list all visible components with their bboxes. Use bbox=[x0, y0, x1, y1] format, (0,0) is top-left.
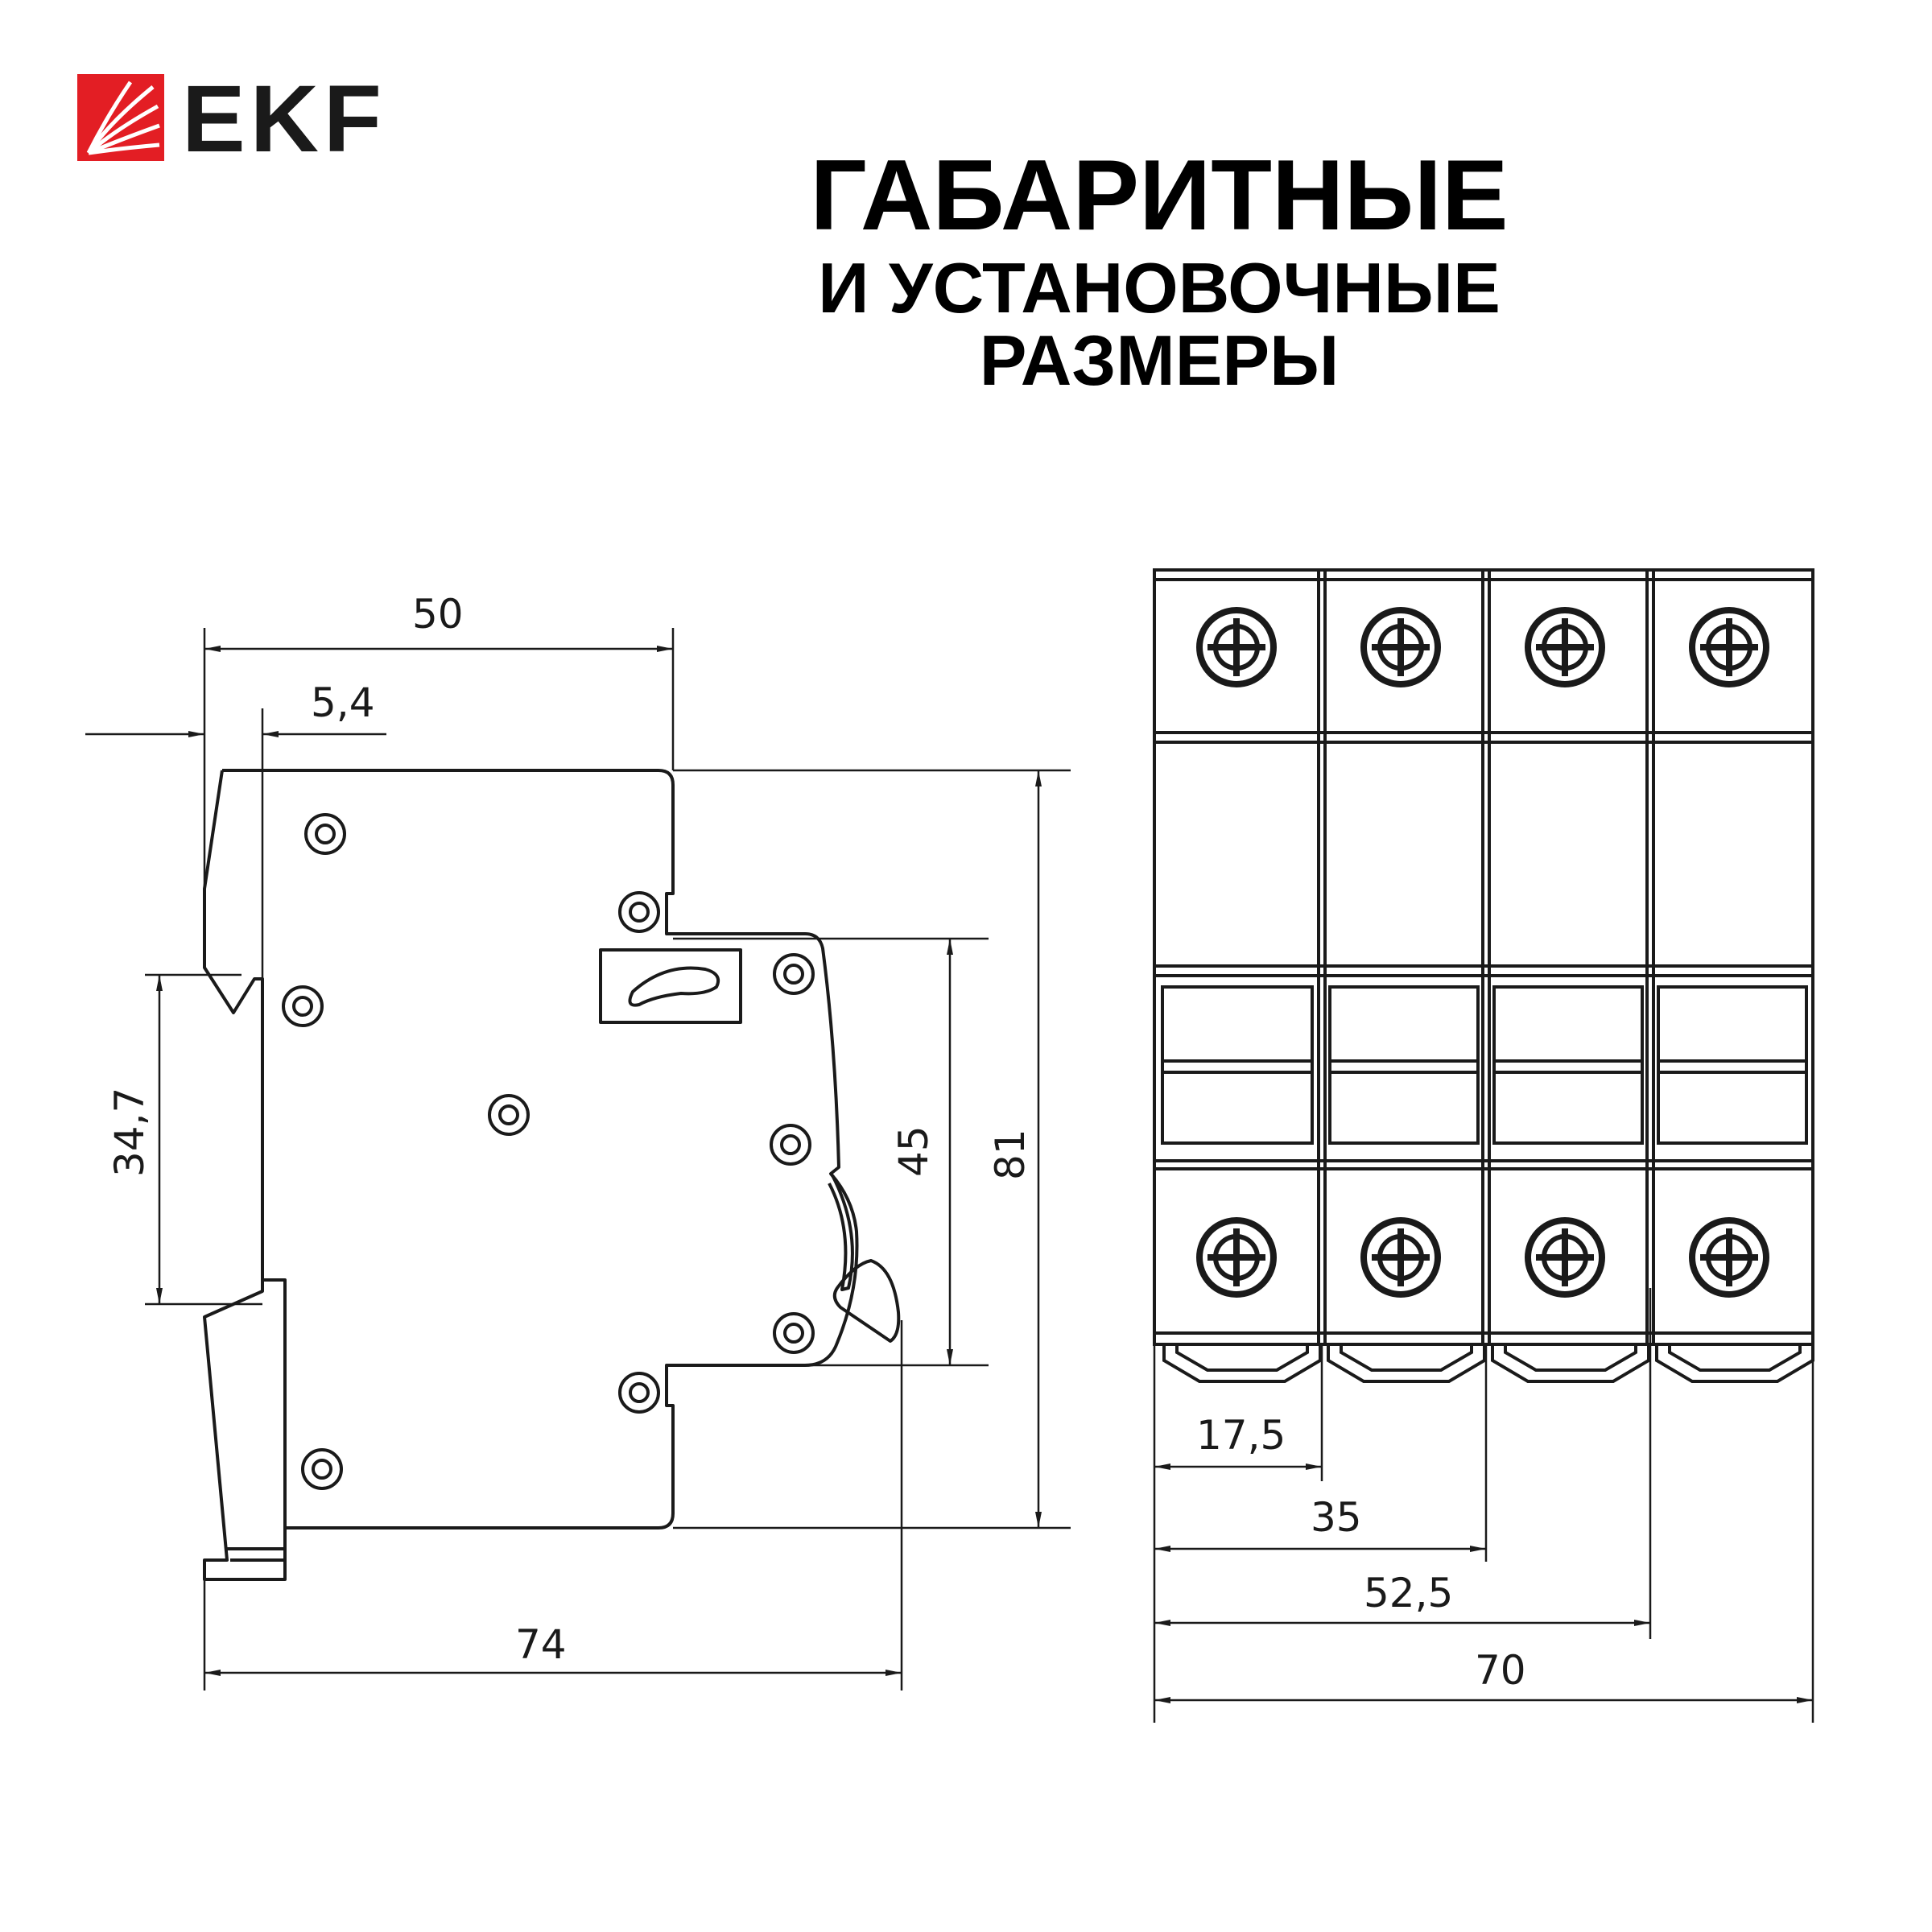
terminal-screws bbox=[1196, 607, 1769, 1298]
ekf-logo bbox=[77, 74, 164, 161]
title-line-2: И УСТАНОВОЧНЫЕ bbox=[818, 248, 1501, 328]
side-body-outline bbox=[222, 769, 859, 1530]
dim-label-74: 74 bbox=[515, 1621, 567, 1668]
toggle-handle bbox=[1328, 985, 1480, 1145]
screw-icon bbox=[773, 953, 815, 995]
terminal-screw-icon bbox=[1196, 607, 1277, 687]
side-lower-clip bbox=[203, 1276, 287, 1581]
dim-label-45: 45 bbox=[890, 1125, 937, 1177]
dim-label-81: 81 bbox=[987, 1129, 1034, 1180]
terminal-screw-icon bbox=[1196, 1217, 1277, 1298]
side-dimensions bbox=[85, 628, 1071, 1690]
screw-icon bbox=[488, 1094, 530, 1136]
din-foot bbox=[1327, 1344, 1486, 1383]
title-line-1: ГАБАРИТНЫЕ bbox=[810, 140, 1509, 251]
side-view bbox=[203, 769, 901, 1581]
toggle-handle bbox=[1161, 985, 1314, 1145]
toggle-handle bbox=[1492, 985, 1644, 1145]
side-upper-hook bbox=[203, 770, 264, 1276]
indicator-slot-icon bbox=[628, 966, 720, 1007]
screw-icon bbox=[618, 891, 660, 933]
toggle-handle bbox=[1657, 985, 1808, 1145]
terminal-screw-icon bbox=[1525, 1217, 1605, 1298]
screw-icon bbox=[304, 813, 346, 855]
screw-icon bbox=[770, 1124, 811, 1166]
front-dimensions bbox=[1153, 1288, 1814, 1723]
dim-label-34-7: 34,7 bbox=[106, 1088, 153, 1177]
side-lever bbox=[828, 1174, 854, 1291]
terminal-screw-icon bbox=[1525, 607, 1605, 687]
dim-label-50: 50 bbox=[412, 591, 464, 638]
front-view bbox=[1153, 568, 1814, 1383]
terminal-screw-icon bbox=[1360, 607, 1441, 687]
indicator-window bbox=[599, 948, 742, 1024]
brand-name: EKF bbox=[182, 66, 386, 172]
dim-label-52-5: 52,5 bbox=[1364, 1570, 1453, 1616]
dim-label-5-4: 5,4 bbox=[311, 679, 375, 726]
screw-icon bbox=[282, 985, 324, 1027]
din-foot bbox=[1491, 1344, 1650, 1383]
terminal-screw-icon bbox=[1689, 1217, 1769, 1298]
side-lever-knob bbox=[832, 1259, 901, 1343]
screw-icon bbox=[618, 1372, 660, 1414]
title-line-3: РАЗМЕРЫ bbox=[979, 320, 1340, 400]
terminal-screw-icon bbox=[1360, 1217, 1441, 1298]
dim-label-17-5: 17,5 bbox=[1196, 1412, 1286, 1459]
screw-icon bbox=[773, 1312, 815, 1354]
din-foot bbox=[1655, 1344, 1814, 1383]
pole-dividers bbox=[1317, 570, 1655, 1344]
dim-label-35: 35 bbox=[1311, 1494, 1362, 1541]
dim-label-70: 70 bbox=[1475, 1647, 1526, 1694]
logo-rays-icon bbox=[86, 80, 160, 155]
terminal-screw-icon bbox=[1689, 607, 1769, 687]
screw-icon bbox=[301, 1448, 343, 1490]
din-foot bbox=[1162, 1344, 1322, 1383]
